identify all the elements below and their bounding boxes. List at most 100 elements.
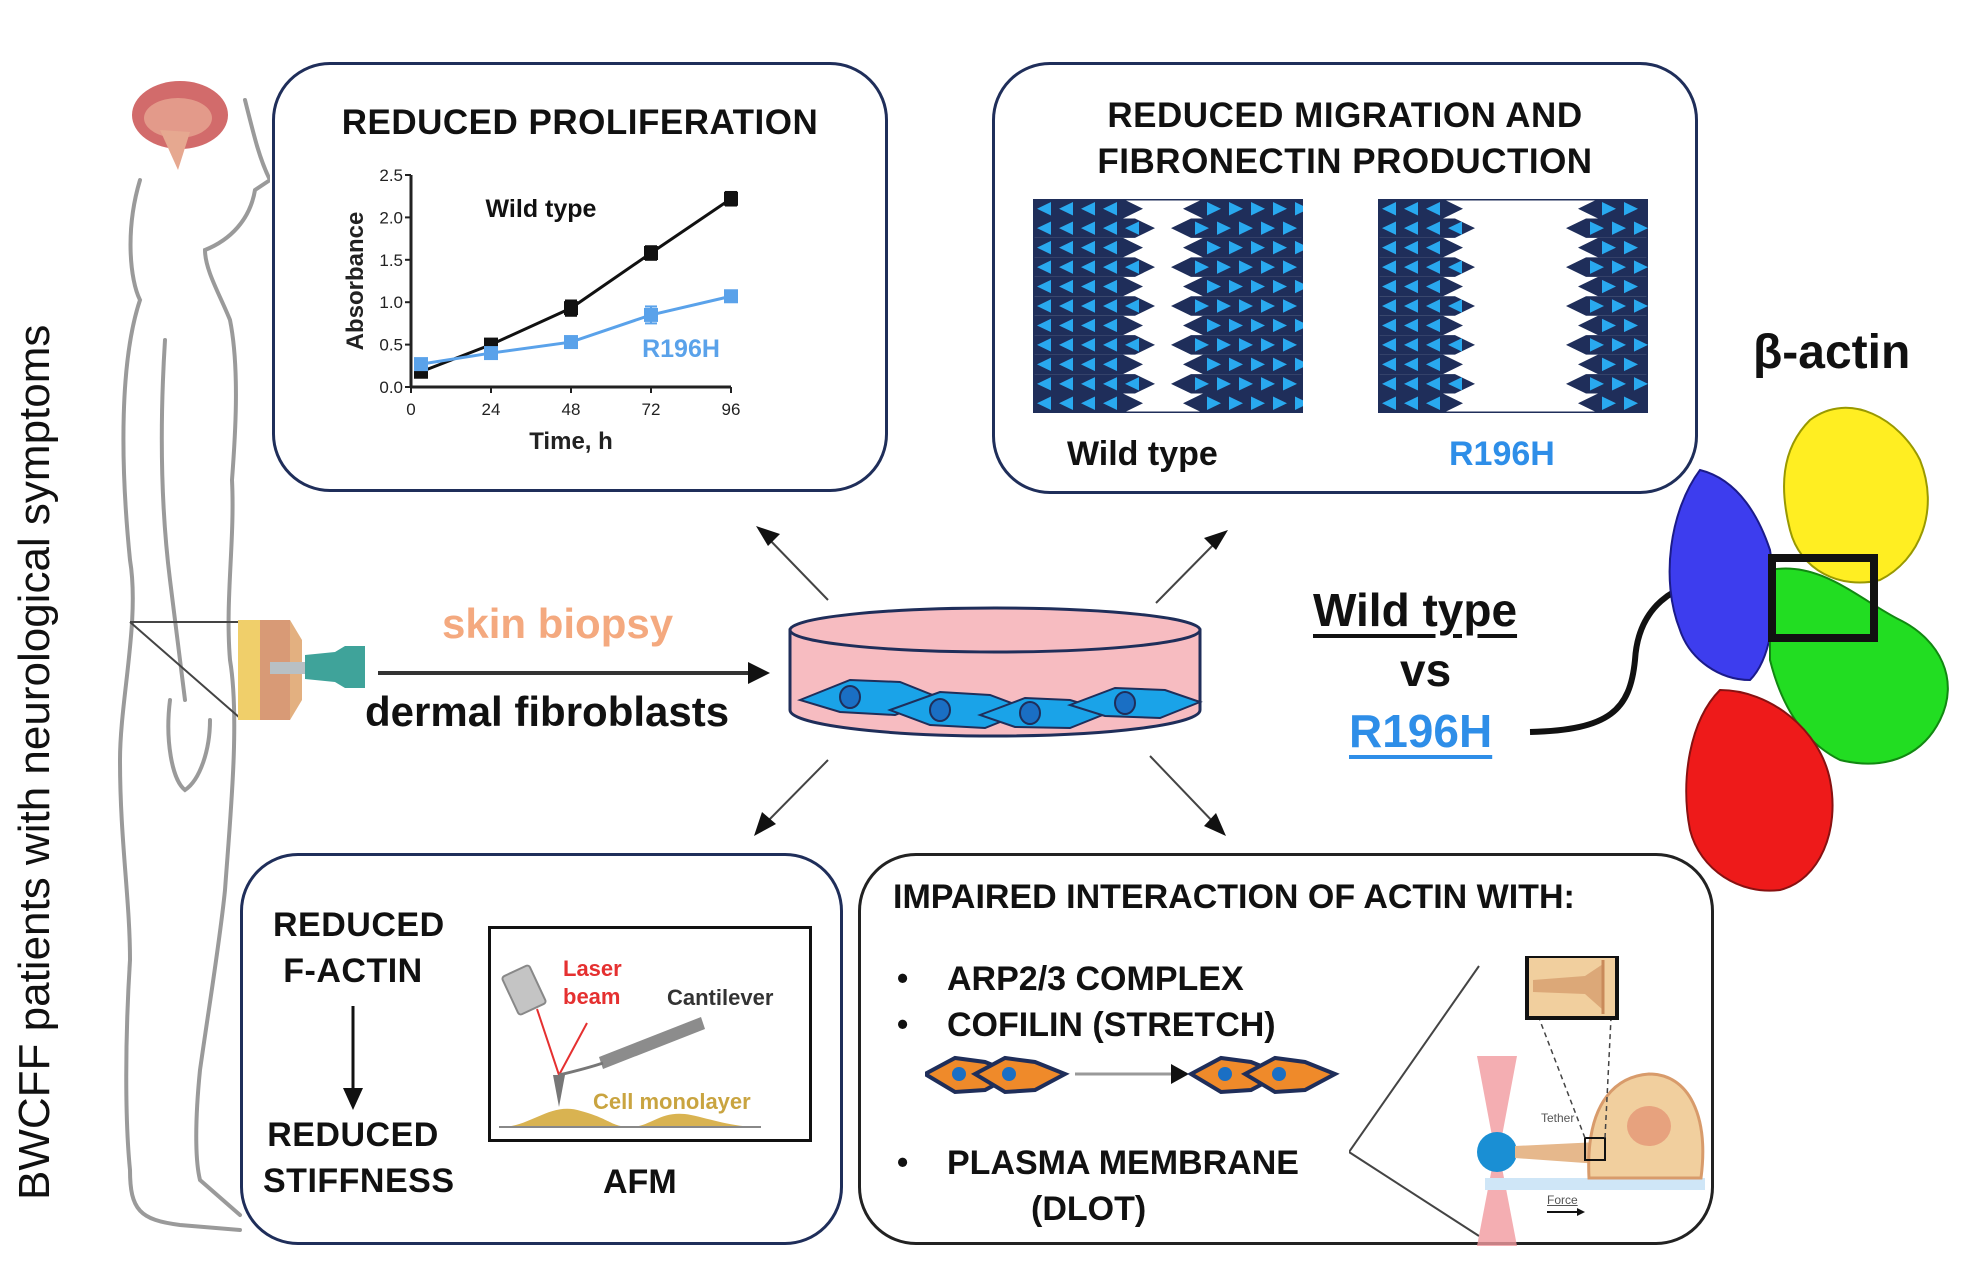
data-point xyxy=(644,246,658,261)
cell xyxy=(1059,338,1073,352)
cell-sheet-right xyxy=(1171,257,1303,277)
cell xyxy=(1426,279,1440,294)
cell xyxy=(1081,260,1095,274)
cell-sheet-left xyxy=(1378,315,1463,336)
cell xyxy=(1103,279,1117,294)
cell-sheet-right xyxy=(1566,257,1648,277)
cofilin-stretch-illustration xyxy=(925,1055,1340,1095)
cell xyxy=(1037,221,1051,235)
down-arrow-icon xyxy=(343,1006,363,1110)
cell-sheet-left xyxy=(1378,354,1463,375)
cell-sheet-left xyxy=(1378,276,1463,297)
cell xyxy=(1448,299,1462,313)
figure-outline-back xyxy=(117,178,242,1232)
cell xyxy=(1261,299,1275,313)
cell xyxy=(1612,338,1626,352)
mutation-site-box xyxy=(1768,554,1878,642)
cell xyxy=(1273,318,1287,333)
y-tick-label: 2.5 xyxy=(379,166,403,185)
cell xyxy=(1059,279,1073,294)
cell xyxy=(1059,221,1073,235)
dermal-fibroblasts-label: dermal fibroblasts xyxy=(365,688,730,735)
reduced-stiffness-line2: STIFFNESS xyxy=(263,1162,455,1200)
item-arp23-complex: ARP2/3 COMPLEX xyxy=(947,960,1244,998)
cell xyxy=(1404,279,1418,294)
laser-source-icon xyxy=(501,964,547,1016)
cell xyxy=(1229,279,1243,294)
figure-outline-front xyxy=(194,98,270,1217)
cell xyxy=(1207,279,1221,294)
cell xyxy=(1037,377,1051,391)
cell xyxy=(1295,396,1303,410)
data-point xyxy=(644,307,658,322)
cell xyxy=(1624,357,1638,372)
cell xyxy=(1295,240,1303,255)
skin-biopsy-label: skin biopsy xyxy=(442,600,674,647)
cell xyxy=(1590,377,1604,391)
cell xyxy=(1059,202,1073,216)
cell xyxy=(1273,279,1287,294)
laser-label-line2: beam xyxy=(563,984,621,1009)
cell xyxy=(1426,260,1440,274)
force-arrow-icon xyxy=(1547,1208,1585,1216)
cell xyxy=(1426,357,1440,372)
cell xyxy=(1103,299,1117,313)
cell xyxy=(1602,357,1616,372)
cell xyxy=(1207,396,1221,410)
cell-sheet-left xyxy=(1378,237,1463,258)
x-tick-label: 0 xyxy=(406,400,415,419)
cell xyxy=(1382,279,1396,294)
petri-dish-icon xyxy=(788,606,1203,738)
cell xyxy=(1426,377,1440,391)
cell xyxy=(1081,202,1095,216)
cell-nucleus xyxy=(1627,1106,1671,1146)
domain-red xyxy=(1685,688,1834,892)
y-axis-label: Absorbance xyxy=(342,212,369,351)
laser-label-line1: Laser xyxy=(563,956,622,981)
cell xyxy=(1103,338,1117,352)
cell xyxy=(1404,240,1418,255)
force-label: Force xyxy=(1547,1193,1578,1207)
cell xyxy=(1624,396,1638,410)
arrow-to-migration xyxy=(1155,539,1219,604)
cell xyxy=(1634,221,1648,235)
item-plasma-membrane-sub: (DLOT) xyxy=(1031,1190,1147,1228)
cell xyxy=(1081,396,1095,410)
cell xyxy=(1612,221,1626,235)
cell xyxy=(1081,279,1095,294)
cell xyxy=(1239,260,1253,274)
cell xyxy=(1081,240,1095,255)
outcome-arrows xyxy=(754,526,1228,836)
cell xyxy=(1125,221,1139,235)
biopsy-punch-icon xyxy=(270,646,365,688)
cell xyxy=(1404,377,1418,391)
cell-sheet-right xyxy=(1171,374,1303,394)
cell xyxy=(1382,202,1396,216)
cell xyxy=(1059,377,1073,391)
cell xyxy=(1125,338,1139,352)
migration-label-r196h: R196H xyxy=(1449,435,1555,473)
y-tick-label: 0.0 xyxy=(379,378,403,397)
cell xyxy=(1295,279,1303,294)
cell xyxy=(1251,202,1265,216)
cell xyxy=(1059,260,1073,274)
cell xyxy=(1195,377,1209,391)
reduced-stiffness-line1: REDUCED xyxy=(267,1116,439,1154)
cell xyxy=(1239,299,1253,313)
cell xyxy=(1195,260,1209,274)
cell xyxy=(1404,357,1418,372)
actin-filament-after xyxy=(1186,1055,1340,1095)
cell xyxy=(1634,299,1648,313)
arrow-to-proliferation xyxy=(765,535,829,601)
biopsy-arrow xyxy=(378,662,770,684)
figure-arm xyxy=(159,338,187,702)
cell xyxy=(1426,396,1440,410)
cell xyxy=(1590,338,1604,352)
cell xyxy=(1448,260,1462,274)
cell xyxy=(1634,338,1648,352)
cell xyxy=(1624,318,1638,333)
cell-monolayer-label: Cell monolayer xyxy=(593,1089,751,1114)
fibroblast-cells xyxy=(796,678,1203,730)
cell xyxy=(1624,279,1638,294)
cell xyxy=(1037,396,1051,410)
